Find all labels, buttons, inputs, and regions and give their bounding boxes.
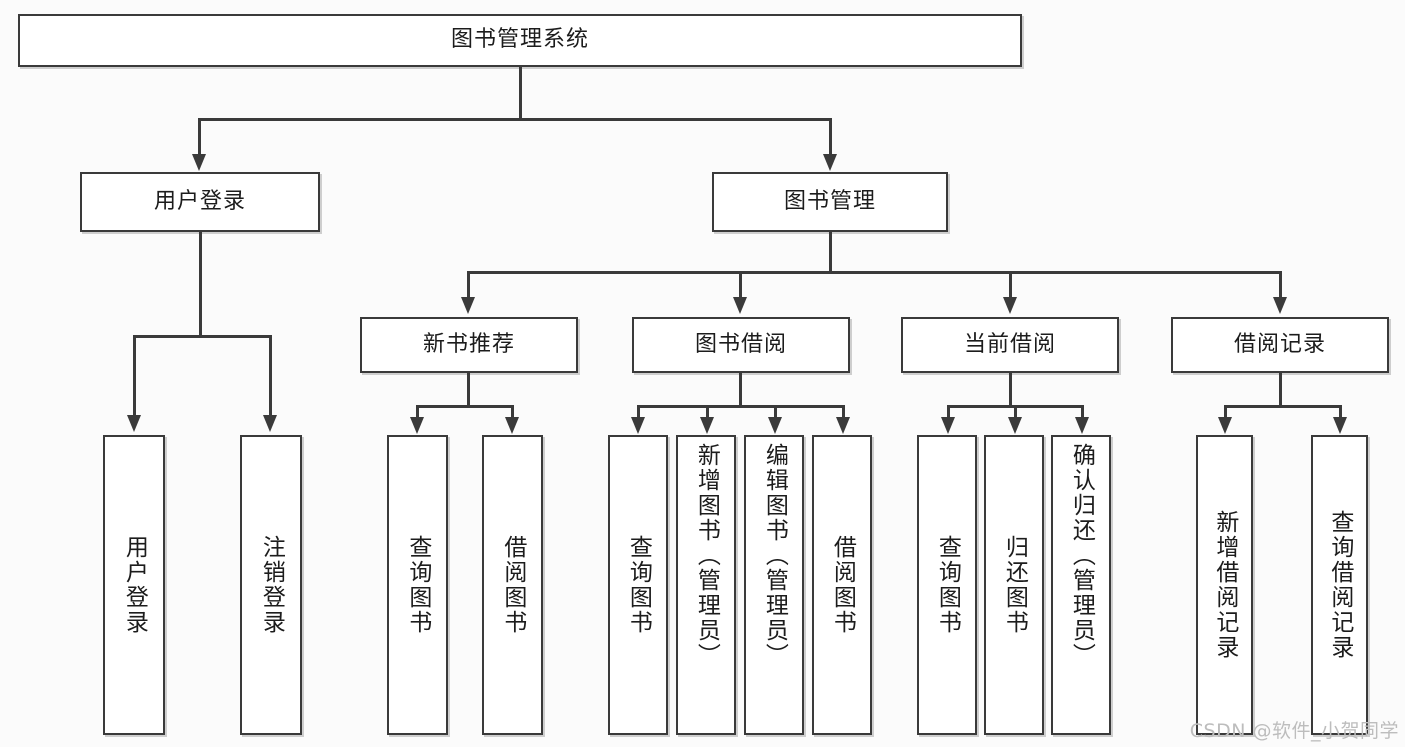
node-label: 归还图书 (1001, 535, 1028, 635)
connector-to-book-manage (829, 118, 832, 156)
leaf-user-login[interactable]: 用户登录 (103, 435, 165, 735)
leaf-edit-book-admin[interactable]: 编辑图书（管理员） (744, 435, 804, 735)
connector-cb-leaf-1 (947, 405, 950, 419)
node-label: 借阅图书 (829, 535, 856, 635)
arrowhead-leaf-user-login (127, 415, 141, 432)
node-label: 新增借阅记录 (1211, 510, 1238, 660)
leaf-query-borrow-record[interactable]: 查询借阅记录 (1311, 435, 1368, 735)
leaf-query-book-recommend[interactable]: 查询图书 (387, 435, 448, 735)
leaf-query-book-current[interactable]: 查询图书 (917, 435, 977, 735)
connector-to-current-borrow (1009, 271, 1012, 299)
arrowhead-bb-leaf-1 (631, 417, 645, 434)
leaf-borrow-book[interactable]: 借阅图书 (812, 435, 872, 735)
arrowhead-br-leaf-1 (1218, 417, 1232, 434)
arrowhead-bb-leaf-3 (768, 417, 782, 434)
connector-nb-leaf-2 (511, 405, 514, 419)
node-label: 借阅记录 (1233, 331, 1326, 357)
arrowhead-book-borrow (733, 297, 747, 314)
connector-bb-leaf-1 (637, 405, 640, 419)
node-label: 确认归还（管理员） (1068, 443, 1095, 668)
node-new-book-recommend[interactable]: 新书推荐 (360, 317, 578, 373)
node-label: 图书借阅 (694, 331, 787, 357)
arrowhead-bb-leaf-2 (700, 417, 714, 434)
arrowhead-cb-leaf-2 (1008, 417, 1022, 434)
leaf-query-book-borrow[interactable]: 查询图书 (608, 435, 668, 735)
connector-root-stem (519, 67, 522, 118)
connector-book-manage-stem (829, 232, 832, 271)
leaf-borrow-book-recommend[interactable]: 借阅图书 (482, 435, 543, 735)
node-label: 图书管理 (783, 188, 876, 214)
node-label: 图书管理系统 (450, 27, 589, 53)
arrowhead-cb-leaf-3 (1075, 417, 1089, 434)
node-label: 查询图书 (934, 535, 961, 635)
connector-nb-leaf-1 (416, 405, 419, 419)
arrowhead-user-login (192, 154, 206, 171)
arrowhead-nb-leaf-2 (505, 417, 519, 434)
arrowhead-cb-leaf-1 (941, 417, 955, 434)
connector-to-user-login (198, 118, 201, 156)
connector-br-leaf-2 (1339, 405, 1342, 419)
connector-bb-leaf-4 (842, 405, 845, 419)
connector-level1-bus (198, 118, 831, 121)
connector-to-leaf-logout (269, 335, 272, 417)
connector-level2-bus (467, 271, 1281, 274)
node-label: 用户登录 (121, 535, 148, 635)
node-label: 注销登录 (258, 535, 285, 635)
arrowhead-br-leaf-2 (1333, 417, 1347, 434)
node-label: 查询图书 (625, 535, 652, 635)
connector-cb-leaf-3 (1081, 405, 1084, 419)
connector-to-leaf-user-login (133, 335, 136, 417)
node-label: 新书推荐 (422, 331, 515, 357)
node-book-borrow[interactable]: 图书借阅 (632, 317, 850, 373)
arrowhead-nb-leaf-1 (410, 417, 424, 434)
connector-to-borrow-record (1279, 271, 1282, 299)
connector-bb-leaf-2 (706, 405, 709, 419)
connector-bb-leaf-3 (774, 405, 777, 419)
node-label: 查询借阅记录 (1326, 510, 1353, 660)
arrowhead-new-book (461, 297, 475, 314)
connector-book-borrow-bus (637, 405, 844, 408)
node-user-login[interactable]: 用户登录 (80, 172, 320, 232)
node-label: 查询图书 (404, 535, 431, 635)
leaf-return-book[interactable]: 归还图书 (984, 435, 1044, 735)
connector-new-book-bus (416, 405, 512, 408)
leaf-logout[interactable]: 注销登录 (240, 435, 302, 735)
node-label: 新增图书（管理员） (693, 443, 720, 668)
connector-user-login-stem (199, 232, 202, 335)
node-label: 当前借阅 (963, 331, 1056, 357)
connector-new-book-stem (467, 373, 470, 405)
connector-book-borrow-stem (739, 373, 742, 405)
arrowhead-book-manage (823, 154, 837, 171)
connector-borrow-record-stem (1279, 373, 1282, 405)
connector-to-book-borrow (739, 271, 742, 299)
connector-borrow-record-bus (1224, 405, 1341, 408)
connector-cb-leaf-2 (1014, 405, 1017, 419)
connector-current-borrow-stem (1009, 373, 1012, 405)
node-current-borrow[interactable]: 当前借阅 (901, 317, 1119, 373)
arrowhead-leaf-logout (263, 415, 277, 432)
arrowhead-current-borrow (1003, 297, 1017, 314)
node-root-system[interactable]: 图书管理系统 (18, 14, 1022, 67)
node-label: 用户登录 (153, 188, 246, 214)
arrowhead-borrow-record (1273, 297, 1287, 314)
connector-user-login-bus (133, 335, 271, 338)
node-borrow-record[interactable]: 借阅记录 (1171, 317, 1389, 373)
node-label: 借阅图书 (499, 535, 526, 635)
connector-to-new-book (467, 271, 470, 299)
leaf-add-book-admin[interactable]: 新增图书（管理员） (676, 435, 736, 735)
leaf-confirm-return-admin[interactable]: 确认归还（管理员） (1051, 435, 1111, 735)
node-book-manage[interactable]: 图书管理 (712, 172, 948, 232)
connector-br-leaf-1 (1224, 405, 1227, 419)
arrowhead-bb-leaf-4 (836, 417, 850, 434)
leaf-add-borrow-record[interactable]: 新增借阅记录 (1196, 435, 1253, 735)
node-label: 编辑图书（管理员） (761, 443, 788, 668)
